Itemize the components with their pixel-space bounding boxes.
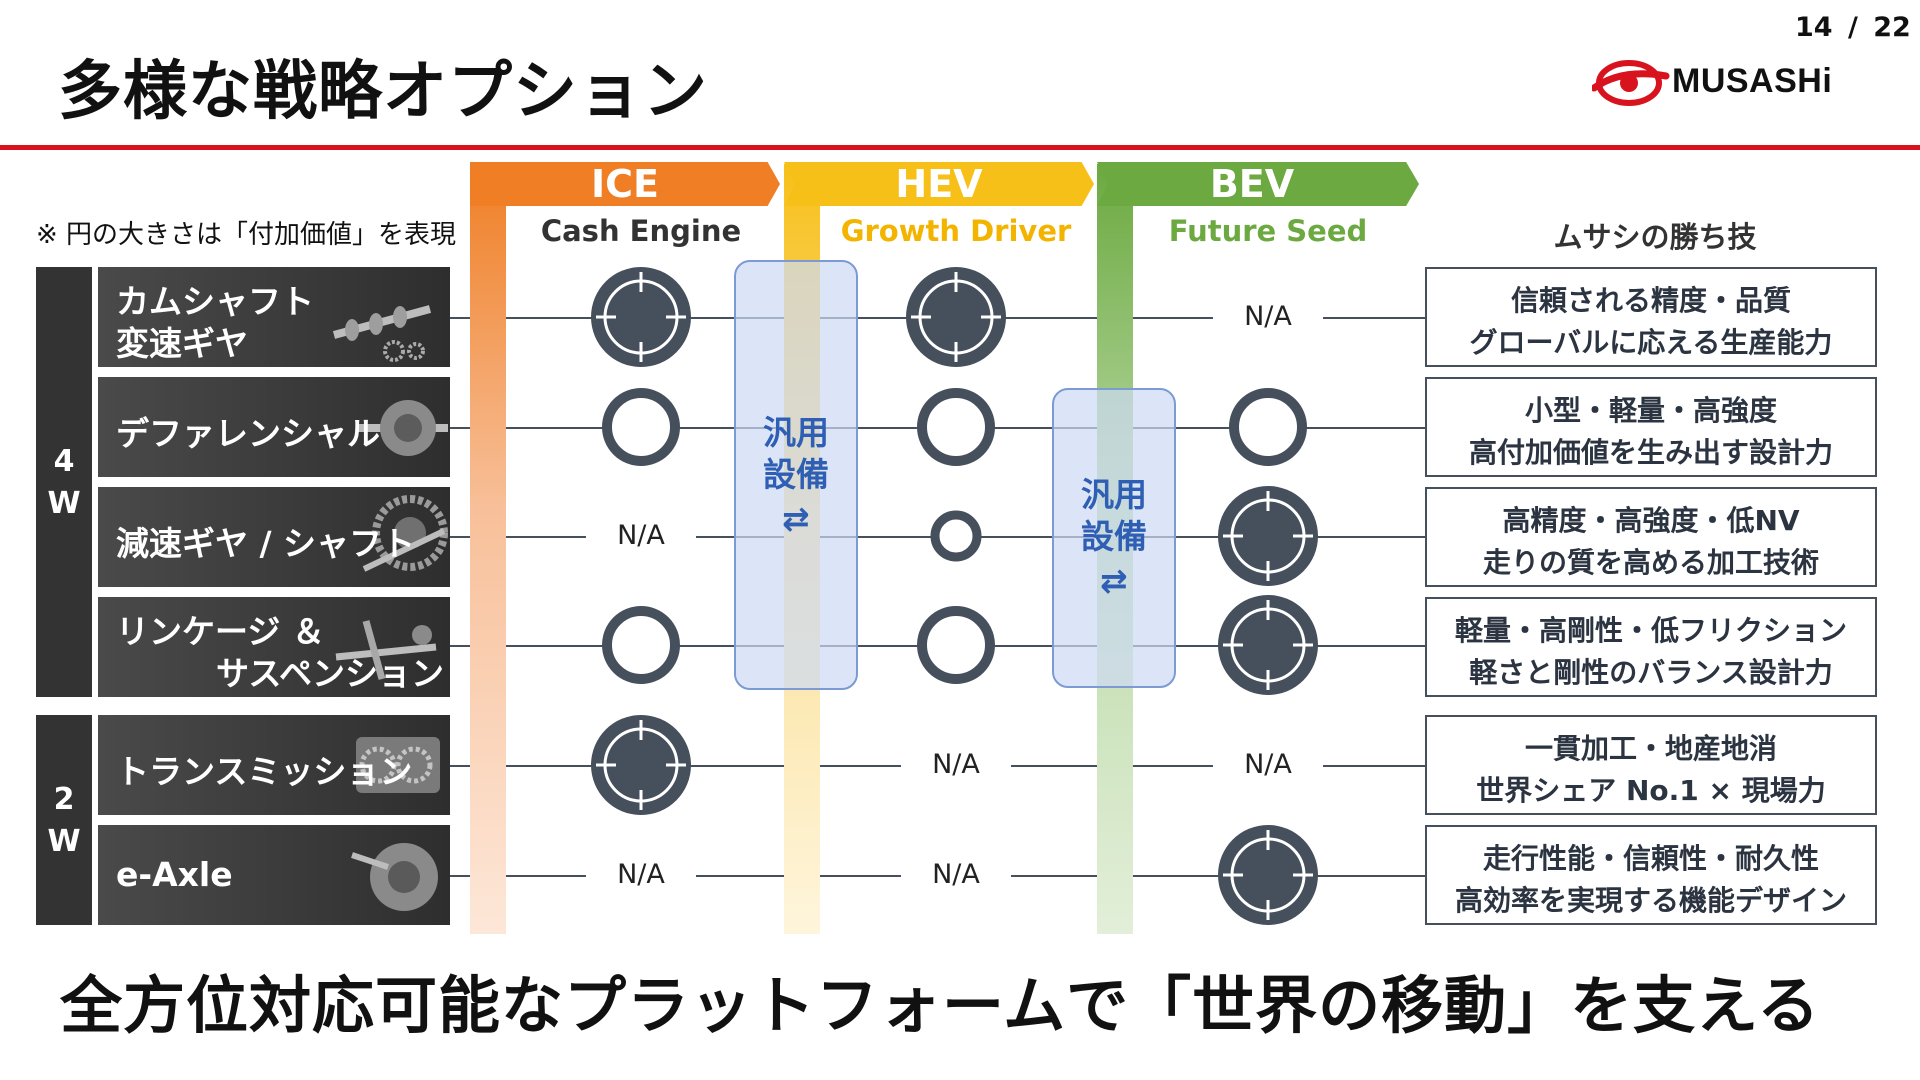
strength-line2: 世界シェア No.1 × 現場力 — [1476, 774, 1826, 807]
strength-box: 小型・軽量・高強度 高付加価値を生み出す設計力 — [1425, 377, 1877, 477]
large-value-target-icon — [1218, 825, 1318, 925]
swap-arrow-icon: ⇄ — [782, 499, 810, 538]
product-camshaft: カムシャフト 変速ギヤ — [98, 267, 450, 367]
product-differential: デファレンシャル — [98, 377, 450, 477]
group-label-bottom: W — [47, 824, 81, 859]
medium-value-ring-icon — [917, 606, 995, 684]
strength-line1: 小型・軽量・高強度 — [1524, 394, 1777, 427]
strength-line1: 軽量・高剛性・低フリクション — [1454, 614, 1847, 647]
large-value-target-icon — [906, 267, 1006, 367]
group-label-top: 4 — [53, 444, 75, 479]
not-applicable-label: N/A — [901, 857, 1011, 893]
camshaft-icon — [332, 305, 432, 362]
shared-equipment-line2: 設備 — [1081, 517, 1147, 556]
strength-line1: 高精度・高強度・低NV — [1502, 504, 1800, 537]
ice-header: ICE — [470, 162, 780, 206]
suspension-icon — [335, 620, 437, 680]
e-axle-icon — [351, 843, 438, 911]
strength-line1: 一貫加工・地産地消 — [1524, 732, 1777, 765]
strength-box: 一貫加工・地産地消 世界シェア No.1 × 現場力 — [1425, 715, 1877, 815]
company-logo: MUSASHi — [1590, 58, 1862, 108]
group-label-4w: 4 W — [36, 267, 92, 697]
medium-value-ring-icon — [1229, 388, 1307, 466]
not-applicable-label: N/A — [586, 518, 696, 554]
strength-box: 信頼される精度・品質 グローバルに応える生産能力 — [1425, 267, 1877, 367]
logo-text: MUSASHi — [1672, 62, 1833, 100]
product-name-line2: サスペンション — [216, 654, 445, 693]
page-number: 14 / 22 — [1795, 12, 1911, 43]
strength-line2: 高付加価値を生み出す設計力 — [1468, 436, 1833, 469]
product-name-line2: 変速ギヤ — [116, 324, 248, 363]
circle-size-note: ※ 円の大きさは「付加価値」を表現 — [36, 220, 457, 250]
gear-icon — [362, 495, 448, 572]
not-applicable-label: N/A — [586, 857, 696, 893]
large-value-target-icon — [591, 715, 691, 815]
hev-subtitle: Growth Driver — [840, 214, 1072, 248]
product-reduction-gear: 減速ギヤ / シャフト — [98, 487, 450, 587]
strengths-header: ムサシの勝ち技 — [1553, 220, 1757, 254]
bev-label: BEV — [1209, 162, 1295, 206]
transmission-icon — [356, 737, 440, 793]
product-name-line1: カムシャフト — [116, 282, 314, 321]
large-value-target-icon — [1218, 486, 1318, 586]
not-applicable-label: N/A — [901, 747, 1011, 783]
strength-line1: 信頼される精度・品質 — [1510, 284, 1791, 317]
hev-header: HEV — [784, 162, 1094, 206]
ice-label: ICE — [591, 162, 659, 206]
strength-box: 高精度・高強度・低NV 走りの質を高める加工技術 — [1425, 487, 1877, 587]
medium-value-ring-icon — [602, 606, 680, 684]
bev-subtitle: Future Seed — [1168, 214, 1368, 248]
product-linkage: リンケージ ＆ サスペンション — [98, 597, 450, 697]
not-applicable-label: N/A — [1213, 299, 1323, 335]
small-value-ring-icon — [930, 510, 982, 562]
product-name-line1: リンケージ ＆ — [116, 612, 325, 651]
medium-value-ring-icon — [602, 388, 680, 466]
shared-equipment-ice-hev: 汎用 設備 ⇄ — [734, 260, 858, 690]
page-title: 多様な戦略オプション — [58, 55, 708, 129]
product-transmission: トランスミッション — [98, 715, 450, 815]
product-name-line1: e-Axle — [116, 855, 233, 894]
shared-equipment-line2: 設備 — [763, 455, 829, 494]
strength-line2: グローバルに応える生産能力 — [1469, 326, 1833, 359]
group-label-bottom: W — [47, 486, 81, 521]
strength-line2: 高効率を実現する機能デザイン — [1454, 884, 1847, 917]
group-label-2w: 2 W — [36, 715, 92, 925]
not-applicable-label: N/A — [1213, 747, 1323, 783]
product-name-line1: トランスミッション — [116, 752, 413, 791]
group-label-top: 2 — [53, 782, 75, 817]
shared-equipment-line1: 汎用 — [763, 413, 829, 452]
musashi-logo-icon — [1590, 60, 1670, 106]
swap-arrow-icon: ⇄ — [1100, 561, 1128, 600]
strength-line2: 走りの質を高める加工技術 — [1482, 546, 1819, 579]
large-value-target-icon — [1218, 595, 1318, 695]
strength-line1: 走行性能・信頼性・耐久性 — [1482, 842, 1819, 875]
ice-subtitle: Cash Engine — [540, 214, 742, 248]
ice-band — [470, 164, 506, 934]
product-name-line1: デファレンシャル — [116, 414, 380, 453]
product-e-axle: e-Axle — [98, 825, 450, 925]
bev-header: BEV — [1097, 162, 1419, 206]
slogan: 全方位対応可能なプラットフォームで「世界の移動」を支える — [60, 969, 1821, 1042]
shared-equipment-hev-bev: 汎用 設備 ⇄ — [1052, 388, 1176, 688]
shared-equipment-line1: 汎用 — [1081, 475, 1147, 514]
hev-label: HEV — [895, 162, 983, 206]
header-divider — [0, 145, 1920, 150]
product-name-line1: 減速ギヤ / シャフト — [116, 524, 416, 563]
strength-box: 走行性能・信頼性・耐久性 高効率を実現する機能デザイン — [1425, 825, 1877, 925]
medium-value-ring-icon — [917, 388, 995, 466]
differential-icon — [358, 400, 448, 456]
strength-line2: 軽さと剛性のバランス設計力 — [1469, 656, 1833, 689]
large-value-target-icon — [591, 267, 691, 367]
strength-box: 軽量・高剛性・低フリクション 軽さと剛性のバランス設計力 — [1425, 597, 1877, 697]
